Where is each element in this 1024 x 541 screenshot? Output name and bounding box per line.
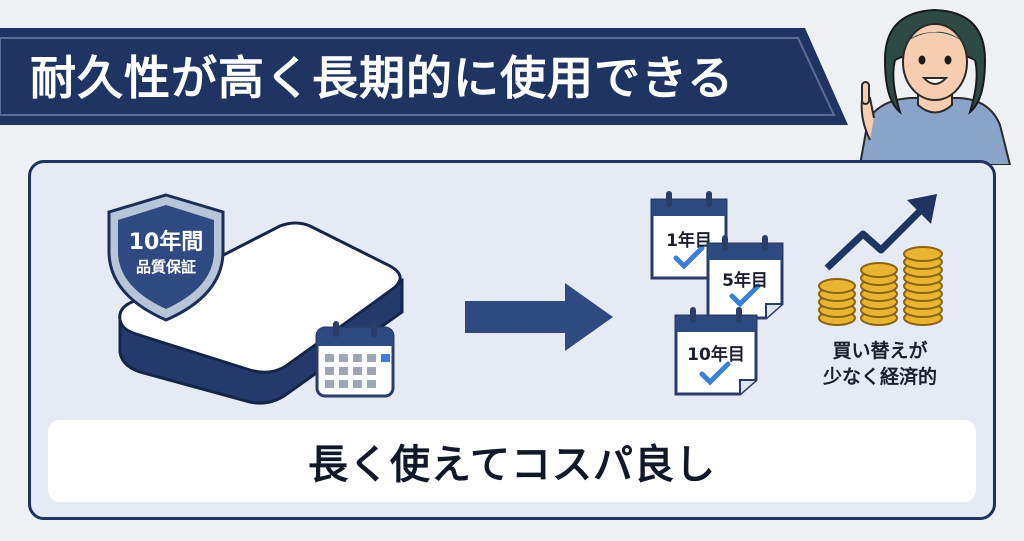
- warranty-badge-years: 10年間: [128, 230, 204, 255]
- page-title: 耐久性が高く長期的に使用できる: [30, 51, 735, 105]
- mattress-illustration: [118, 221, 404, 405]
- coin-stacks-growth-icon: [818, 194, 943, 326]
- woman-pointing-illustration: [858, 8, 1012, 165]
- savings-text: 買い替えが 少なく経済的: [790, 338, 970, 390]
- calendar-year5-label: 5年目: [722, 271, 768, 291]
- savings-line2: 少なく経済的: [822, 366, 937, 388]
- caption-bar: 長く使えてコスパ良し: [48, 420, 976, 502]
- title-banner: [0, 28, 848, 125]
- calendar-year5-icon: [706, 235, 784, 320]
- calendar-icon: [315, 321, 395, 398]
- calendar-year10-label: 10年目: [687, 345, 745, 365]
- right-arrow-icon: [465, 283, 613, 351]
- calendar-year1-label: 1年目: [666, 231, 712, 251]
- savings-line1: 買い替えが: [832, 340, 928, 362]
- calendar-year10-icon: [674, 307, 758, 396]
- shield-icon: [107, 193, 225, 322]
- warranty-badge-text: 品質保証: [135, 258, 196, 276]
- caption-text: 長く使えてコスパ良し: [308, 442, 716, 488]
